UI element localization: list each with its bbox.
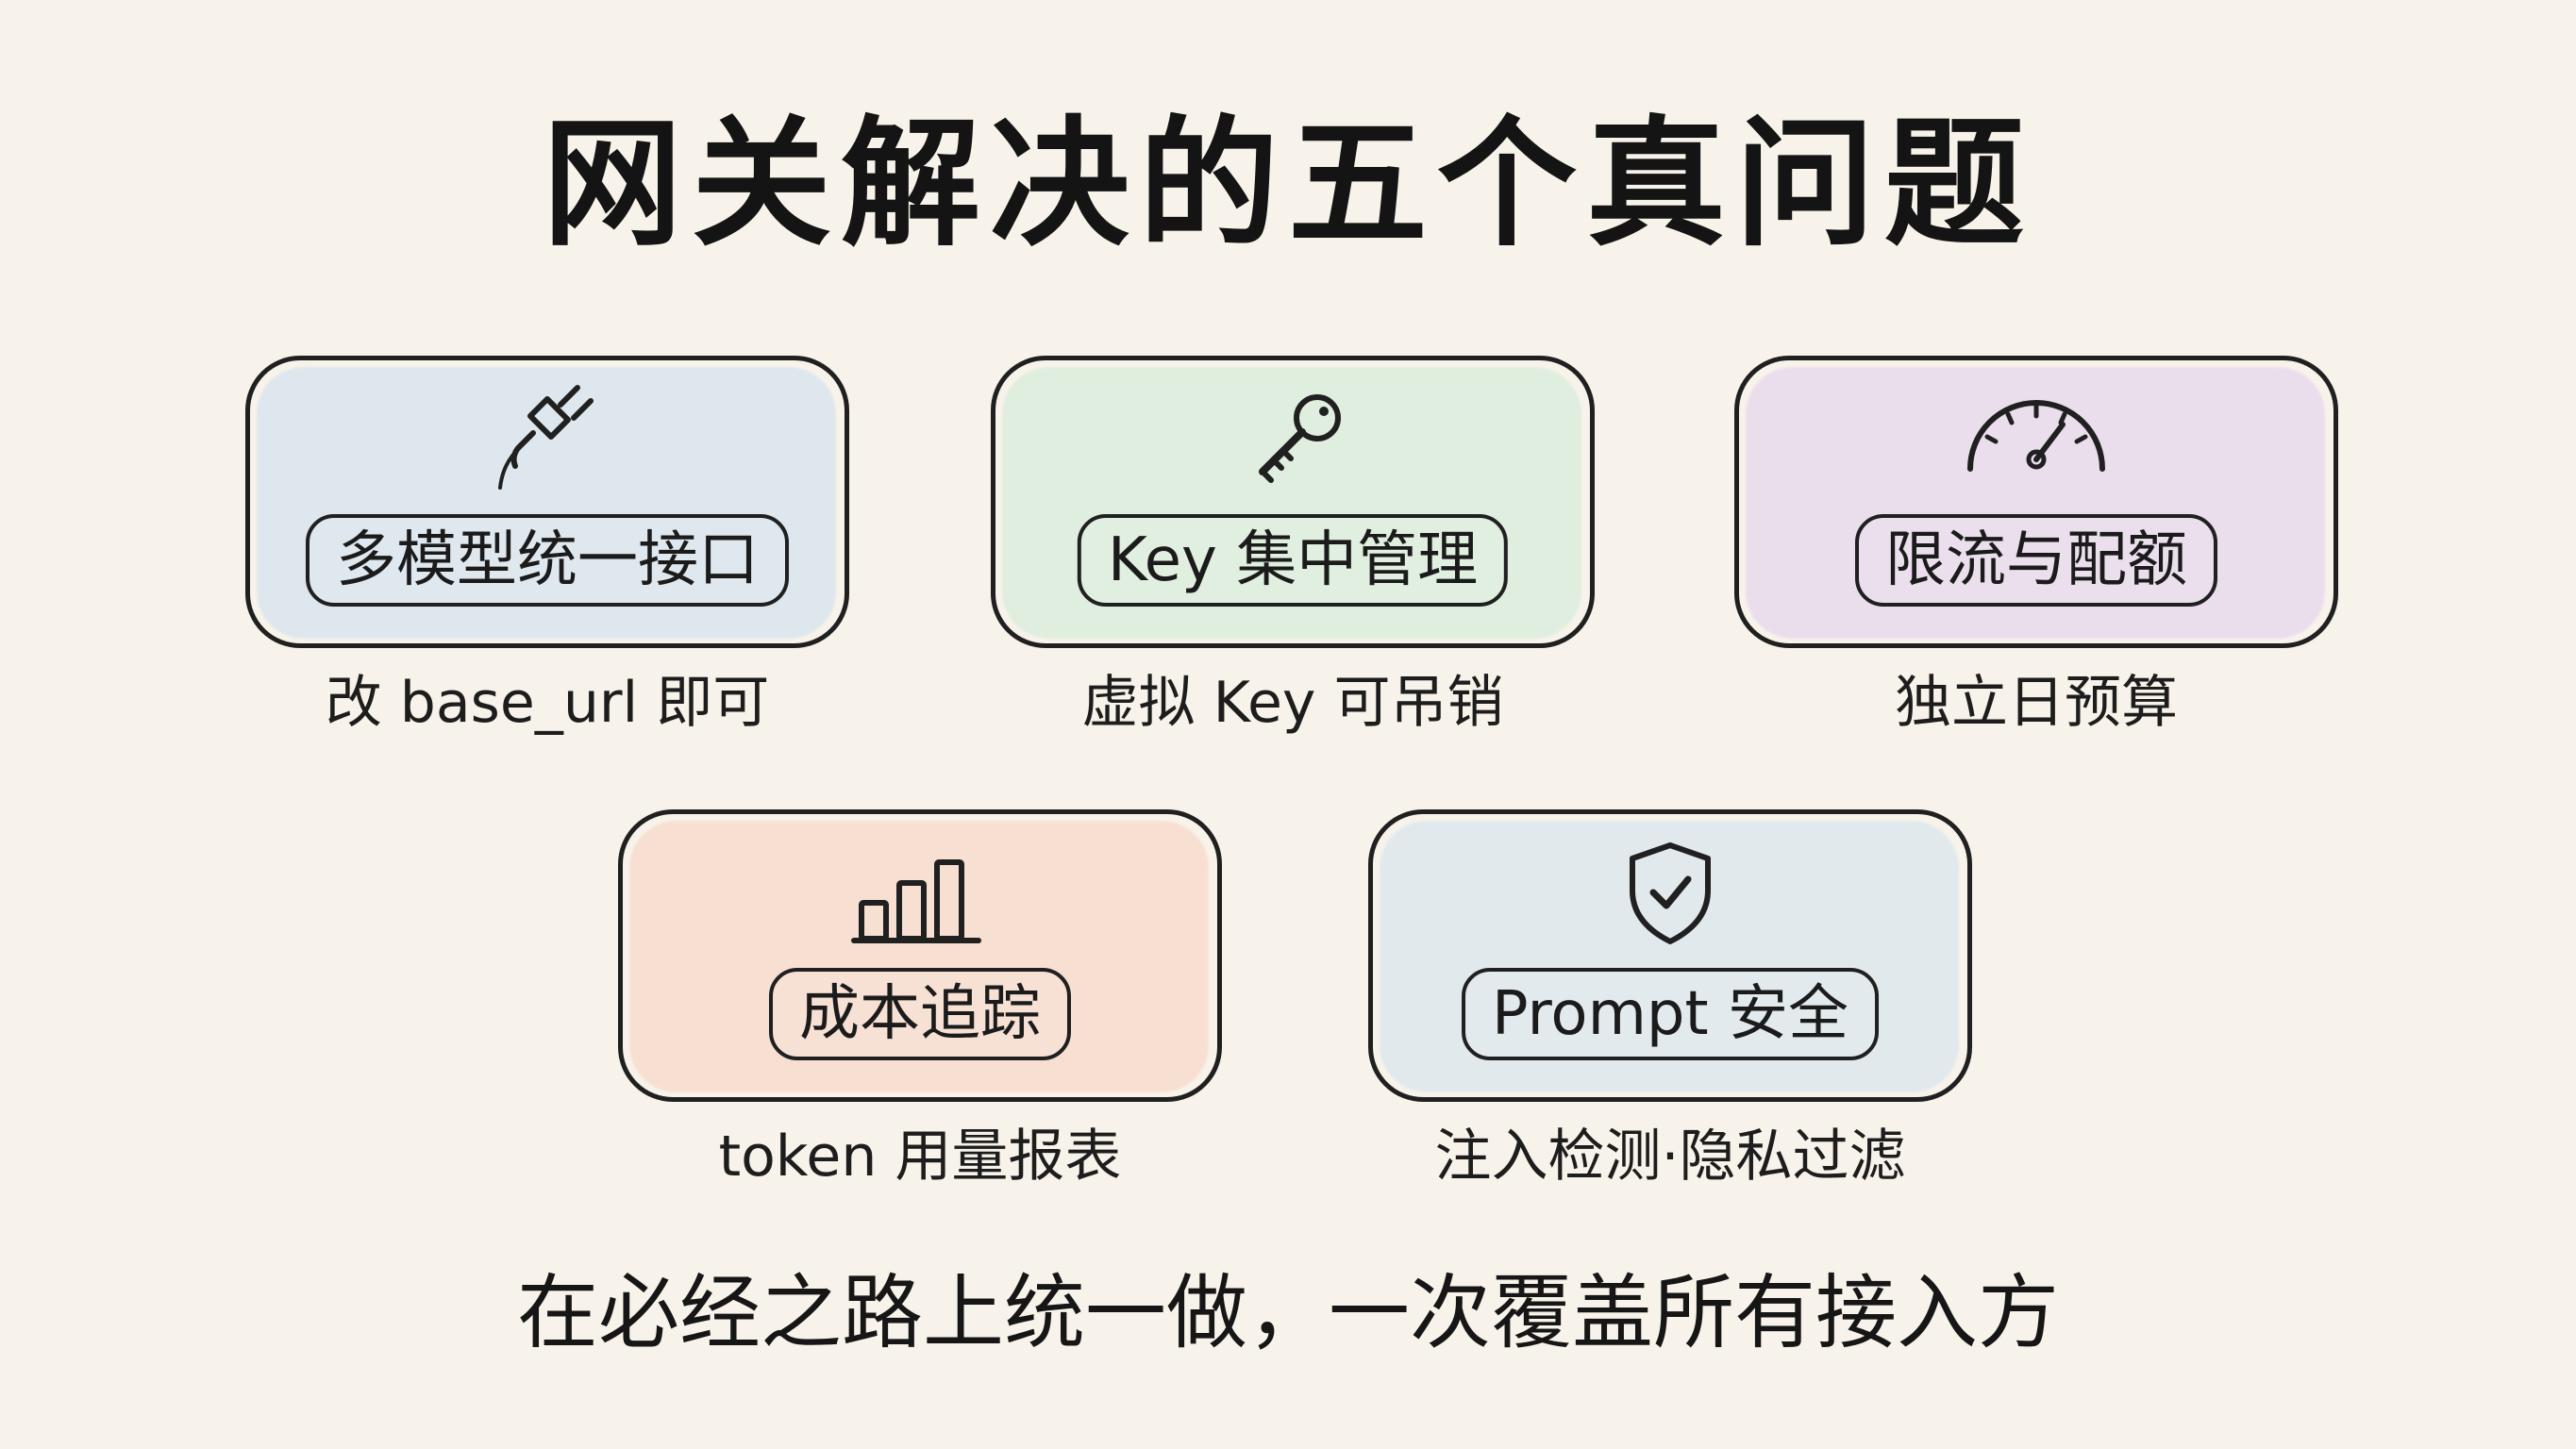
card-fill	[257, 367, 836, 639]
card-prompt-security: Prompt 安全	[1368, 809, 1972, 1102]
key-icon-svg	[1259, 394, 1341, 483]
plug-icon	[462, 382, 632, 495]
shield-check-icon	[1585, 836, 1755, 949]
gauge-icon	[1951, 382, 2121, 495]
footer-note: 在必经之路上统一做，一次覆盖所有接入方	[517, 1266, 2059, 1360]
card-rate-limit-quota: 限流与配额	[1734, 356, 2338, 648]
card-cost-tracking: 成本追踪	[618, 809, 1222, 1102]
card-caption: token 用量报表	[718, 1124, 1122, 1190]
card-title-chip: 成本追踪	[769, 968, 1071, 1060]
card-title-chip: 多模型统一接口	[306, 514, 789, 607]
shield-check-icon-svg	[1630, 842, 1711, 944]
card-fill	[629, 821, 1209, 1092]
card-border	[1734, 356, 2338, 648]
card-border	[1368, 809, 1972, 1102]
card-key-management: Key 集中管理	[991, 356, 1595, 648]
card-caption: 虚拟 Key 可吊销	[1081, 670, 1504, 736]
card-border	[245, 356, 849, 648]
plug-icon-svg	[498, 385, 594, 490]
card-unified-model-interface: 多模型统一接口	[245, 356, 849, 648]
card-title-chip: Prompt 安全	[1462, 968, 1879, 1060]
card-caption: 注入检测·隐私过滤	[1434, 1124, 1906, 1190]
gauge-icon-svg	[1967, 400, 2105, 472]
page-title: 网关解决的五个真问题	[543, 103, 2033, 265]
card-title-chip: 限流与配额	[1855, 514, 2217, 607]
card-caption: 改 base_url 即可	[325, 670, 770, 736]
card-border	[618, 809, 1222, 1102]
card-border	[991, 356, 1595, 648]
card-caption: 独立日预算	[1895, 670, 2178, 736]
card-title-chip: Key 集中管理	[1077, 514, 1509, 607]
bar-chart-icon	[835, 836, 1005, 949]
bar-chart-icon-svg	[851, 859, 981, 943]
key-icon	[1208, 382, 1378, 495]
